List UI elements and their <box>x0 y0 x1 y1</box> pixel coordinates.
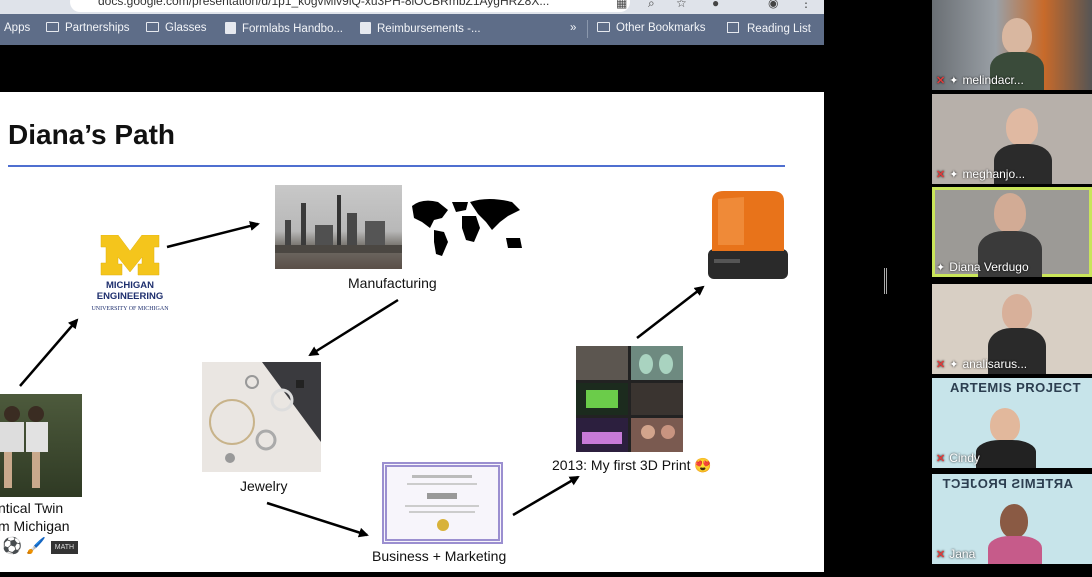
participant-name-label: ✦Diana Verdugo <box>936 260 1029 274</box>
pin-icon: ✦ <box>936 262 946 274</box>
extension-icon[interactable]: ▦ <box>616 0 628 10</box>
address-bar[interactable]: docs.google.com/presentation/d/1p1_k0gvM… <box>70 0 630 12</box>
participant-face <box>994 193 1026 233</box>
caption-first-3d-print: 2013: My first 3D Print 😍 <box>552 457 712 473</box>
caption-twin-emoji-row: ⚽ 🖌️ MATH <box>2 536 79 556</box>
participant-tile[interactable]: ✕✦analisarus... <box>932 284 1092 374</box>
folder-icon <box>146 22 159 32</box>
participant-tile[interactable]: ✕✦meghanjo... <box>932 94 1092 184</box>
svg-text:UNIVERSITY OF MICHIGAN: UNIVERSITY OF MICHIGAN <box>91 306 169 312</box>
participant-tile[interactable]: ARTEMIS PROJECT ✕Jana <box>932 474 1092 564</box>
participant-name-label: ✕Cindy <box>936 451 980 465</box>
first-3d-print-collage <box>576 346 683 452</box>
manufacturing-photo <box>275 185 402 269</box>
folder-icon <box>46 22 59 32</box>
participant-face <box>990 408 1020 442</box>
bookmark-reimbursements[interactable]: Reimbursements -... <box>360 22 481 35</box>
participant-name-label: ✕✦melindacr... <box>936 73 1024 87</box>
participant-panel: ✕✦melindacr... ✕✦meghanjo... ✦Diana Verd… <box>824 0 1092 577</box>
svg-text:ENGINEERING: ENGINEERING <box>97 291 164 302</box>
menu-icon[interactable]: ⋮ <box>800 0 812 10</box>
arrow-business-to-3dprint <box>512 475 580 517</box>
profile-avatar[interactable]: ◉ <box>768 0 779 10</box>
participant-tile[interactable]: ARTEMIS PROJECT ✕Cindy <box>932 378 1092 468</box>
arrow-michigan-to-manufacturing <box>166 221 260 249</box>
doc-icon <box>360 22 371 34</box>
participant-face <box>1000 504 1028 538</box>
folder-icon <box>597 22 610 32</box>
bookmark-glasses[interactable]: Glasses <box>146 22 207 34</box>
math-badge: MATH <box>50 541 79 554</box>
slide-title: Diana’s Path <box>8 119 176 150</box>
bookmark-separator <box>587 20 588 38</box>
arrow-manufacturing-to-jewelry <box>308 298 399 357</box>
participant-tile[interactable]: ✕✦melindacr... <box>932 0 1092 90</box>
browser-toolbar: docs.google.com/presentation/d/1p1_k0gvM… <box>0 0 824 14</box>
other-bookmarks[interactable]: Other Bookmarks <box>597 22 705 34</box>
arrow-jewelry-to-business <box>266 501 369 538</box>
mic-muted-icon: ✕ <box>936 359 946 371</box>
mic-muted-icon: ✕ <box>936 549 946 561</box>
mic-muted-icon: ✕ <box>936 169 946 181</box>
michigan-engineering-logo: MICHIGAN ENGINEERING UNIVERSITY OF MICHI… <box>88 235 172 315</box>
participant-name-label: ✕✦analisarus... <box>936 357 1028 371</box>
block-m-icon: MICHIGAN ENGINEERING UNIVERSITY OF MICHI… <box>91 235 169 312</box>
world-map-image <box>408 196 528 260</box>
paintbrush-icon: 🖌️ <box>26 538 47 555</box>
caption-twin-line1: ntical Twin <box>0 500 64 516</box>
bookmark-partnerships[interactable]: Partnerships <box>46 22 130 34</box>
reading-list-icon <box>727 22 739 33</box>
pin-icon: ✦ <box>949 359 959 371</box>
bookmarks-bar: Apps Partnerships Glasses Formlabs Handb… <box>0 14 824 45</box>
virtual-background-banner: ARTEMIS PROJECT <box>942 476 1074 491</box>
panel-resize-handle[interactable] <box>884 268 887 294</box>
star-icon[interactable]: ☆ <box>676 0 687 10</box>
arrow-twin-to-michigan <box>19 318 79 387</box>
participant-name-label: ✕✦meghanjo... <box>936 167 1026 181</box>
heart-eyes-emoji-icon: 😍 <box>694 457 712 473</box>
caption-twin-line2: m Michigan <box>0 518 70 534</box>
business-certificate-image <box>382 462 503 544</box>
jewelry-photo <box>202 362 321 472</box>
shared-screen: docs.google.com/presentation/d/1p1_k0gvM… <box>0 0 824 572</box>
virtual-background-banner: ARTEMIS PROJECT <box>950 380 1082 395</box>
participant-name-label: ✕Jana <box>936 547 976 561</box>
bookmark-apps[interactable]: Apps <box>4 22 31 34</box>
formlabs-printer-photo <box>704 187 792 283</box>
presentation-slide: Diana’s Path MICHIG <box>0 92 824 572</box>
soccer-ball-icon: ⚽ <box>2 538 22 555</box>
pinterest-icon[interactable]: ● <box>712 0 720 10</box>
mic-muted-icon: ✕ <box>936 453 946 465</box>
search-icon[interactable]: ⌕ <box>648 0 655 10</box>
mic-muted-icon: ✕ <box>936 75 946 87</box>
bookmark-formlabs-handbook[interactable]: Formlabs Handbo... <box>225 22 343 35</box>
reading-list[interactable]: Reading List <box>727 22 811 35</box>
participant-face <box>1002 294 1032 330</box>
svg-text:MICHIGAN: MICHIGAN <box>106 280 154 291</box>
caption-jewelry: Jewelry <box>240 478 288 494</box>
pin-icon: ✦ <box>949 75 959 87</box>
twins-photo <box>0 394 82 497</box>
path-arrows <box>19 221 705 538</box>
caption-manufacturing: Manufacturing <box>348 275 437 291</box>
pin-icon: ✦ <box>949 169 959 181</box>
title-underline <box>8 165 785 167</box>
bookmarks-overflow-button[interactable]: » <box>570 22 577 34</box>
caption-business-marketing: Business + Marketing <box>372 548 507 564</box>
participant-tile-active[interactable]: ✦Diana Verdugo <box>932 187 1092 277</box>
participant-face <box>1006 108 1038 146</box>
participant-face <box>1002 18 1032 54</box>
doc-icon <box>225 22 236 34</box>
arrow-3dprint-to-formlabs <box>636 285 705 339</box>
